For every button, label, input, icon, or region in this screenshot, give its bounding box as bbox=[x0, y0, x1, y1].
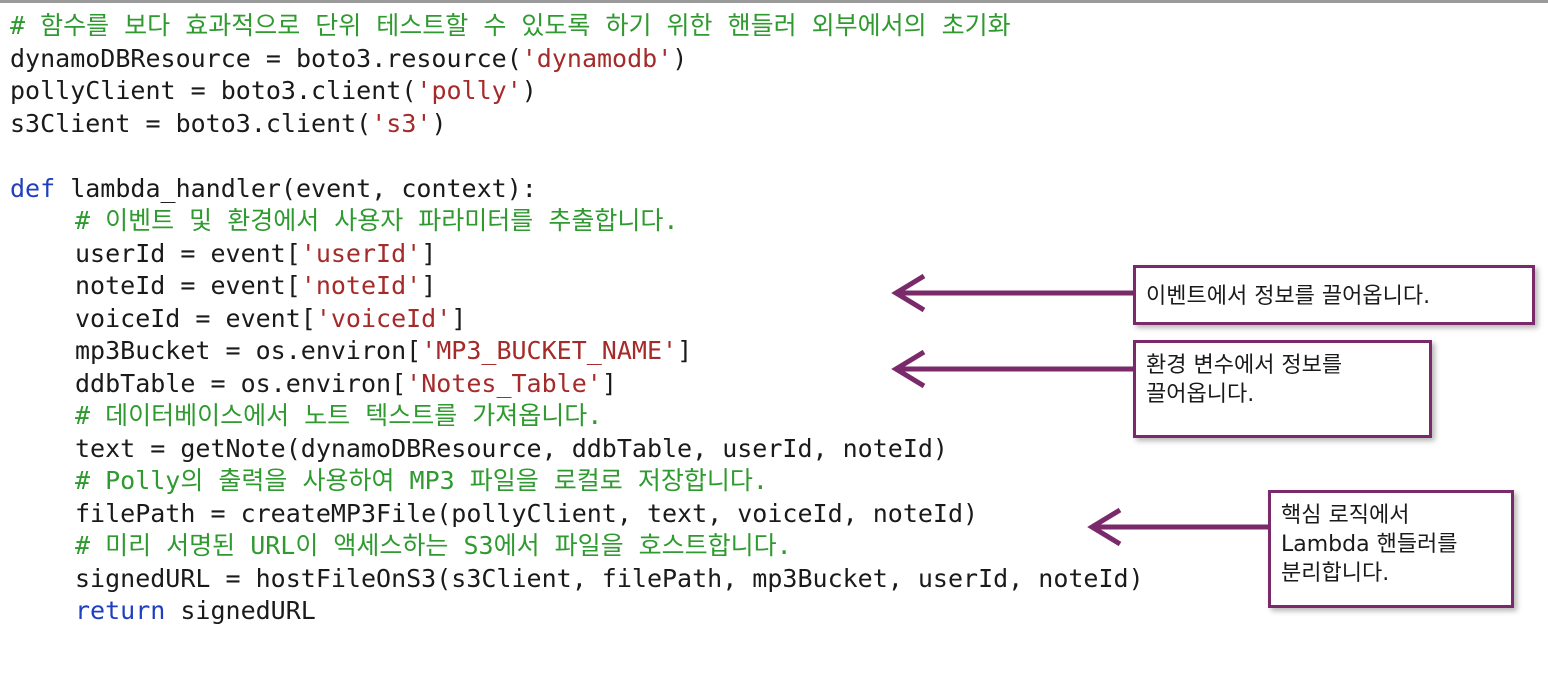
string-literal: 'noteId' bbox=[300, 271, 422, 300]
code-text: ) bbox=[672, 43, 688, 73]
code-line: # Polly의 출력을 사용하여 MP3 파일을 로컬로 저장합니다. bbox=[10, 465, 1144, 498]
code-line: mp3Bucket = os.environ['MP3_BUCKET_NAME'… bbox=[10, 335, 1144, 368]
string-literal: 'polly' bbox=[416, 76, 522, 105]
code-line: # 이벤트 및 환경에서 사용자 파라미터를 추출합니다. bbox=[10, 205, 1144, 238]
code-line: def lambda_handler(event, context): bbox=[10, 173, 1144, 206]
code-text: dynamoDBResource = boto3.resource( bbox=[10, 43, 522, 73]
arrow-env-info bbox=[891, 349, 1133, 389]
code-text: ] bbox=[601, 368, 617, 398]
callout-separate-logic: 핵심 로직에서 Lambda 핸들러를 분리합니다. bbox=[1268, 490, 1514, 608]
keyword: return bbox=[75, 596, 166, 625]
code-line: # 데이터베이스에서 노트 텍스트를 가져옵니다. bbox=[10, 400, 1144, 433]
code-text: filePath = createMP3File(pollyClient, te… bbox=[75, 498, 979, 528]
string-literal: 'dynamodb' bbox=[521, 43, 673, 73]
code-text: s3Client = boto3.client( bbox=[10, 108, 372, 138]
code-text: ] bbox=[421, 271, 437, 300]
code-line: dynamoDBResource = boto3.resource('dynam… bbox=[10, 43, 1144, 76]
code-text: voiceId = event[ bbox=[75, 303, 316, 333]
top-divider bbox=[0, 0, 1548, 3]
code-text: noteId = event[ bbox=[75, 271, 301, 300]
code-line: return signedURL bbox=[10, 595, 1144, 628]
arrow-separate-logic bbox=[1087, 507, 1268, 547]
comment: # 함수를 보다 효과적으로 단위 테스트할 수 있도록 하기 위한 핸들러 외… bbox=[10, 11, 1011, 40]
code-text: ddbTable = os.environ[ bbox=[75, 368, 407, 398]
code-block: # 함수를 보다 효과적으로 단위 테스트할 수 있도록 하기 위한 핸들러 외… bbox=[10, 10, 1144, 628]
code-line: s3Client = boto3.client('s3') bbox=[10, 108, 1144, 141]
code-line: pollyClient = boto3.client('polly') bbox=[10, 75, 1144, 108]
code-text: text = getNote(dynamoDBResource, ddbTabl… bbox=[75, 433, 948, 463]
code-line: voiceId = event['voiceId'] bbox=[10, 303, 1144, 336]
code-line: # 미리 서명된 URL이 액세스하는 S3에서 파일을 호스트합니다. bbox=[10, 530, 1144, 563]
string-literal: 'MP3_BUCKET_NAME' bbox=[421, 336, 678, 365]
arrow-event-info bbox=[891, 273, 1133, 313]
comment: # 데이터베이스에서 노트 텍스트를 가져옵니다. bbox=[75, 401, 603, 430]
code-line: text = getNote(dynamoDBResource, ddbTabl… bbox=[10, 433, 1144, 466]
code-text: ) bbox=[521, 76, 537, 105]
keyword: def bbox=[10, 173, 56, 203]
string-literal: 'Notes_Table' bbox=[406, 368, 602, 398]
code-line: # 함수를 보다 효과적으로 단위 테스트할 수 있도록 하기 위한 핸들러 외… bbox=[10, 10, 1144, 43]
code-line: filePath = createMP3File(pollyClient, te… bbox=[10, 498, 1144, 531]
code-text: ] bbox=[451, 303, 467, 333]
code-text: pollyClient = boto3.client( bbox=[10, 76, 417, 105]
code-text: ] bbox=[421, 238, 437, 268]
code-text: mp3Bucket = os.environ[ bbox=[75, 336, 422, 365]
code-line: ddbTable = os.environ['Notes_Table'] bbox=[10, 368, 1144, 401]
code-line: userId = event['userId'] bbox=[10, 238, 1144, 271]
code-text: ) bbox=[431, 108, 447, 138]
comment: # 이벤트 및 환경에서 사용자 파라미터를 추출합니다. bbox=[75, 206, 679, 235]
code-text: signedURL bbox=[165, 596, 316, 625]
comment: # Polly의 출력을 사용하여 MP3 파일을 로컬로 저장합니다. bbox=[75, 466, 768, 495]
callout-env-info: 환경 변수에서 정보를 끌어옵니다. bbox=[1133, 340, 1432, 438]
string-literal: 'voiceId' bbox=[315, 303, 452, 333]
comment: # 미리 서명된 URL이 액세스하는 S3에서 파일을 호스트합니다. bbox=[75, 531, 792, 560]
code-text: signedURL = hostFileOnS3(s3Client, fileP… bbox=[75, 563, 1144, 593]
code-line: noteId = event['noteId'] bbox=[10, 270, 1144, 303]
callout-event-info: 이벤트에서 정보를 끌어옵니다. bbox=[1133, 265, 1535, 325]
code-text: ] bbox=[677, 336, 693, 365]
code-line: signedURL = hostFileOnS3(s3Client, fileP… bbox=[10, 563, 1144, 596]
string-literal: 's3' bbox=[371, 108, 432, 138]
code-text: userId = event[ bbox=[75, 238, 301, 268]
code-text: lambda_handler(event, context): bbox=[55, 173, 537, 203]
string-literal: 'userId' bbox=[300, 238, 422, 268]
